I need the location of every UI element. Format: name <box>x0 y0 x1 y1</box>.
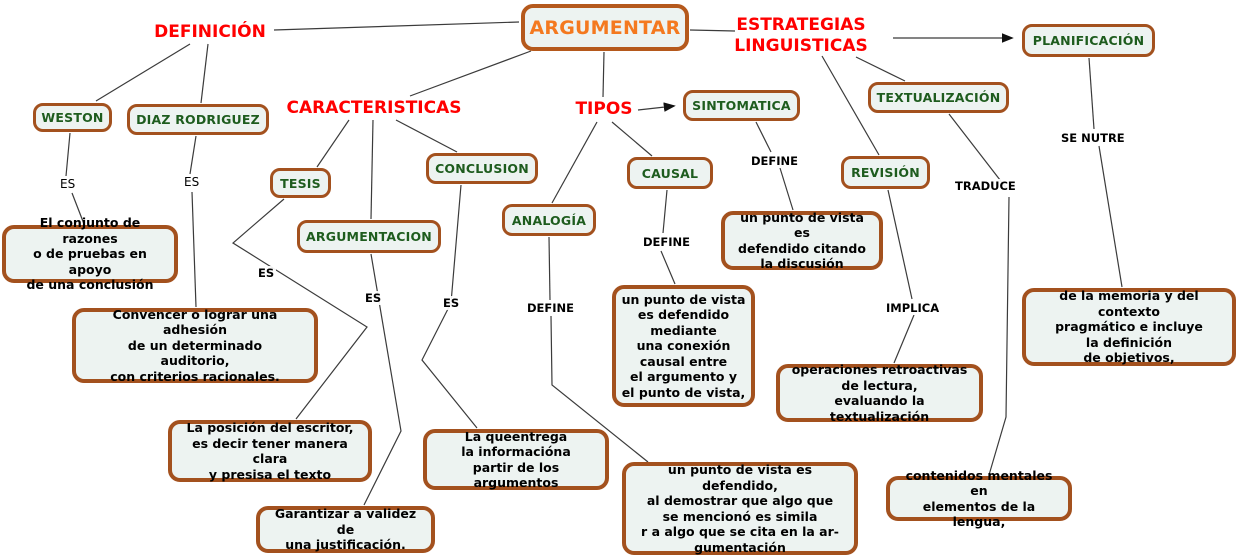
link-label-define-analogia: DEFINE <box>525 301 577 315</box>
edge-tesis-def <box>231 198 368 420</box>
desc-revision: operaciones retroactivas de lectura, eva… <box>776 362 983 424</box>
desc-conclusion: La queentrega la informacióna partir de … <box>423 429 609 490</box>
desc-diaz: Convencer o lograr una adhesión de un de… <box>72 307 318 384</box>
desc-weston: El conjunto de razones o de pruebas en a… <box>2 215 178 292</box>
link-label-define-causal: DEFINE <box>641 235 693 249</box>
header-tipos: TIPOS <box>575 99 633 119</box>
edge-estrategias-revision <box>821 55 880 156</box>
link-label-es-argumentacion: ES <box>363 291 384 305</box>
node-revision: REVISIÓN <box>841 156 930 189</box>
node-analogia: ANALOGÍA <box>502 204 596 236</box>
edge-caracteristicas-tesis <box>316 119 350 168</box>
link-label-traduce: TRADUCE <box>953 179 1018 193</box>
node-textualizacion: TEXTUALIZACIÓN <box>868 82 1009 113</box>
link-label-es-weston: ES <box>58 177 78 191</box>
edge-argumentar-estrategias <box>689 29 736 32</box>
desc-analogia: un punto de vista es defendido, al demos… <box>622 462 858 555</box>
desc-tesis: La posición del escritor, es decir tener… <box>168 420 372 482</box>
node-argumentacion: ARGUMENTACION <box>297 220 441 253</box>
edge-causal-define <box>662 189 668 234</box>
edge-diaz-es <box>189 135 197 175</box>
edge-planificacion-senutre <box>1088 57 1095 130</box>
edge-textualizacion-traduce <box>948 113 1008 190</box>
link-label-es-conclusion: ES <box>441 296 462 310</box>
edge-tipos-sintomatica-arrow <box>637 102 676 112</box>
edge-argumentar-caracteristicas <box>409 50 532 97</box>
edge-traduce-textualizacion-def <box>988 196 1010 476</box>
edge-weston-es <box>65 132 71 177</box>
edge-define-causal-def <box>660 250 676 285</box>
edge-define-analogia-def <box>550 315 649 463</box>
edge-senutre-planificacion-def <box>1098 145 1123 288</box>
link-label-es-tesis: ES <box>256 266 277 280</box>
header-caracteristicas: CARACTERISTICAS <box>286 98 462 118</box>
desc-sintomatica: un punto de vista es defendido citando l… <box>721 210 883 271</box>
desc-causal: un punto de vista es defendido mediante … <box>612 285 755 407</box>
node-diaz-rodriguez: DIAZ RODRIGUEZ <box>127 104 269 135</box>
edge-definicion-weston <box>95 43 191 102</box>
edge-tipos-analogia <box>551 121 598 204</box>
node-conclusion: CONCLUSION <box>426 153 538 184</box>
link-label-se-nutre: SE NUTRE <box>1059 131 1127 145</box>
edge-caracteristicas-conclusion <box>395 119 458 153</box>
edge-implica-revision-def <box>893 314 915 364</box>
link-label-es-diaz: ES <box>182 175 202 189</box>
desc-argumentacion: Garantizar a validez de una justificació… <box>256 506 435 553</box>
desc-textualizacion: contenidos mentales en elementos de la l… <box>886 468 1072 529</box>
header-estrategias-linguisticas: ESTRATEGIAS LINGUISTICAS <box>734 15 868 56</box>
header-definicion: DEFINICIÓN <box>154 22 266 42</box>
edge-analogia-define <box>548 236 551 301</box>
edge-caracteristicas-argumentacion <box>370 119 374 220</box>
edge-tipos-causal <box>611 121 653 157</box>
desc-planificacion: de la memoria y del contexto pragmático … <box>1022 288 1236 366</box>
link-label-implica: IMPLICA <box>884 301 942 315</box>
edge-conclusion-def <box>421 184 478 429</box>
edge-define-sintomatica-def <box>779 167 794 211</box>
edge-definicion-argumentar <box>273 21 520 31</box>
node-causal: CAUSAL <box>627 157 713 189</box>
node-sintomatica: SINTOMATICA <box>683 90 800 121</box>
node-weston: WESTON <box>33 103 112 132</box>
edge-revision-implica <box>887 189 913 300</box>
edge-argumentacion-def <box>363 253 402 506</box>
edge-argumentar-tipos <box>602 51 605 98</box>
link-label-define-sintomatica: DEFINE <box>749 154 801 168</box>
node-planificacion: PLANIFICACIÓN <box>1022 24 1155 57</box>
edge-estrategias-textualizacion <box>855 56 906 82</box>
node-argumentar: ARGUMENTAR <box>521 4 689 51</box>
edge-es-weston-def <box>71 192 85 225</box>
edge-es-diaz-def <box>191 191 197 308</box>
node-tesis: TESIS <box>270 168 331 198</box>
edge-sintomatica-define <box>755 121 772 153</box>
edge-definicion-diaz <box>200 43 209 104</box>
